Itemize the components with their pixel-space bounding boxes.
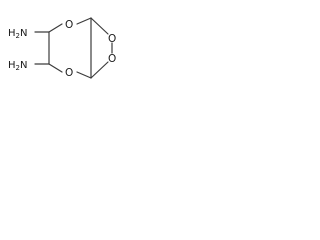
amine-label-bottom: H2N: [8, 60, 27, 72]
bond-o-bottom-c-bottom: [76, 71, 92, 79]
oxygen-ring-top: O: [65, 19, 73, 31]
oxygen-peroxide-upper: O: [108, 33, 116, 45]
bonds: [34, 17, 113, 79]
bond-o-peroxide-lower-cbottom: [90, 61, 109, 79]
bond-c2-o-bottom: [48, 63, 63, 73]
oxygen-peroxide-lower: O: [108, 53, 116, 65]
bond-ctop-o-peroxide-upper: [90, 17, 109, 35]
bond-c1-o-top: [48, 23, 63, 33]
bond-o-top-c-top: [76, 17, 92, 25]
amine-label-top: H2N: [8, 28, 27, 40]
oxygen-ring-bottom: O: [65, 67, 73, 79]
chemical-structure-diagram: H2N H2N O O O O: [8, 17, 116, 79]
atom-labels: H2N H2N O O O O: [8, 19, 116, 79]
